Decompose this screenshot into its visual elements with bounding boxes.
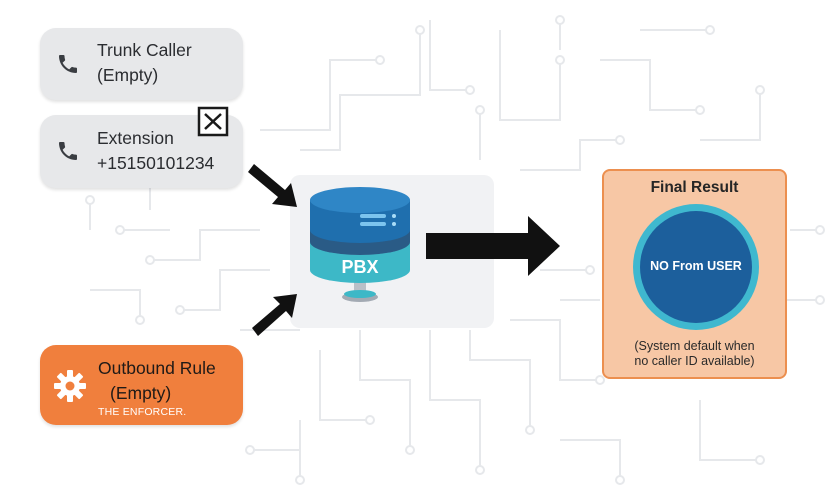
gear-icon [54, 370, 86, 402]
close-box-icon [197, 106, 229, 137]
final-result-note-line1: (System default when [634, 339, 755, 353]
result-circle-text: NO From USER [650, 259, 742, 273]
trunk-caller-label: Trunk Caller [97, 40, 192, 60]
final-result-card: Final Result NO From USER (System defaul… [602, 169, 787, 379]
trunk-caller-value: (Empty) [97, 65, 159, 85]
arrow-extension-to-pbx [248, 164, 297, 207]
final-result-note: (System default when no caller ID availa… [604, 339, 785, 369]
final-result-title: Final Result [650, 179, 739, 196]
result-circle: NO From USER [640, 211, 752, 323]
extension-value: +15150101234 [97, 153, 215, 173]
outbound-rule-label: Outbound Rule [98, 358, 216, 378]
phone-icon [59, 142, 77, 160]
outbound-rule-tag: THE ENFORCER. [98, 406, 187, 418]
result-ring: NO From USER [633, 204, 759, 330]
outbound-rule-card: Outbound Rule (Empty) THE ENFORCER. [40, 345, 243, 425]
server-icon [310, 187, 410, 302]
extension-label: Extension [97, 128, 174, 148]
pbx-label: PBX [341, 257, 379, 277]
phone-icon [59, 55, 77, 73]
arrow-right-icon [426, 216, 560, 276]
trunk-caller-card: Trunk Caller (Empty) [40, 28, 243, 100]
arrow-rule-to-pbx [252, 294, 297, 336]
outbound-rule-value: (Empty) [110, 383, 172, 403]
final-result-note-line2: no caller ID available) [634, 354, 755, 368]
